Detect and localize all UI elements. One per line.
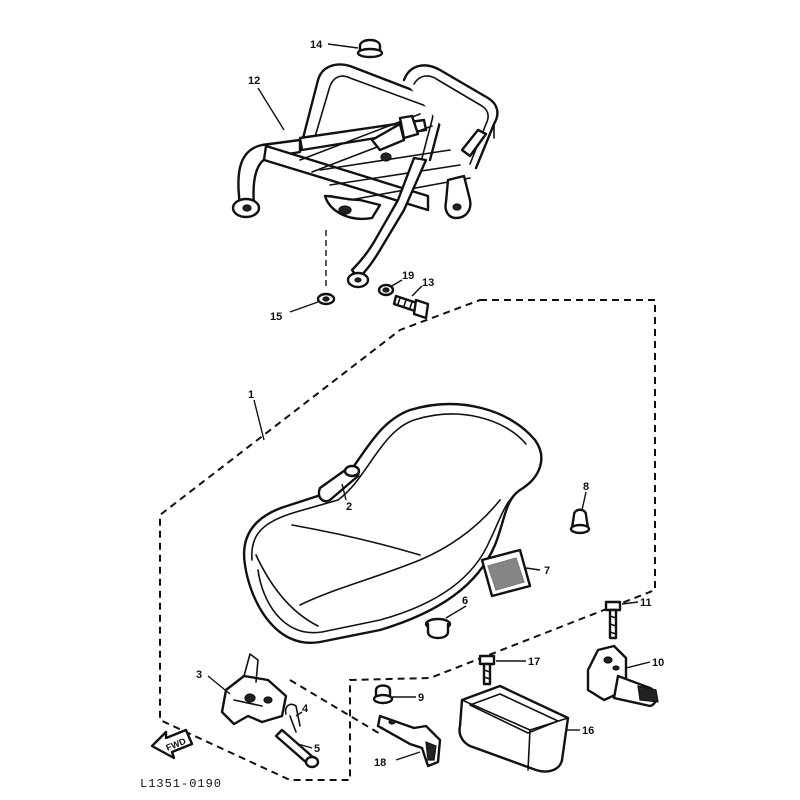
callout-4: 4 xyxy=(302,703,309,715)
callout-labels: 14 12 13 19 15 1 2 8 7 6 11 10 17 9 16 1… xyxy=(196,39,664,769)
washer-hole xyxy=(322,296,330,302)
seat-assembly-boundary xyxy=(159,299,656,781)
nut-part-9 xyxy=(372,684,394,705)
bolt-part-11 xyxy=(604,600,622,640)
washer-hole-19 xyxy=(382,287,390,293)
callout-19: 19 xyxy=(402,270,414,282)
callout-12: 12 xyxy=(248,75,260,87)
seat-part xyxy=(242,402,543,645)
callout-10: 10 xyxy=(652,657,664,669)
callout-2: 2 xyxy=(346,501,352,513)
callout-18: 18 xyxy=(374,757,386,769)
callout-17: 17 xyxy=(528,656,540,668)
bracket-part-18 xyxy=(376,714,442,768)
callout-14: 14 xyxy=(310,39,323,51)
grab-rail-part xyxy=(231,63,499,289)
storage-tray-part-16 xyxy=(458,684,570,773)
callout-6: 6 xyxy=(462,595,468,607)
seat-strap-part xyxy=(317,464,361,503)
callout-5: 5 xyxy=(314,743,320,755)
callout-13: 13 xyxy=(422,277,434,289)
grommet-part-6 xyxy=(424,617,452,640)
forward-direction-arrow: FWD xyxy=(150,728,194,760)
callout-9: 9 xyxy=(418,692,424,704)
hinge-bracket-part-3 xyxy=(220,653,288,726)
damper-part-8 xyxy=(569,508,591,535)
acorn-nut-part xyxy=(356,38,384,59)
hinge-dashed-line xyxy=(289,679,383,736)
pin-part-5 xyxy=(274,728,320,769)
callout-11: 11 xyxy=(640,597,652,609)
bolt-part-17 xyxy=(478,654,496,686)
callout-16: 16 xyxy=(582,725,594,737)
callout-8: 8 xyxy=(583,481,589,493)
seat-lock-part-10 xyxy=(586,644,659,708)
callout-7: 7 xyxy=(544,565,550,577)
callout-15: 15 xyxy=(270,311,282,323)
leader-lines xyxy=(207,43,651,761)
plate-part-7 xyxy=(480,548,532,598)
callout-1: 1 xyxy=(248,389,254,401)
bolt-part-13 xyxy=(392,294,430,320)
callout-3: 3 xyxy=(196,669,202,681)
clip-part-4 xyxy=(284,703,301,733)
diagram-code: L1351-0190 xyxy=(140,777,222,791)
